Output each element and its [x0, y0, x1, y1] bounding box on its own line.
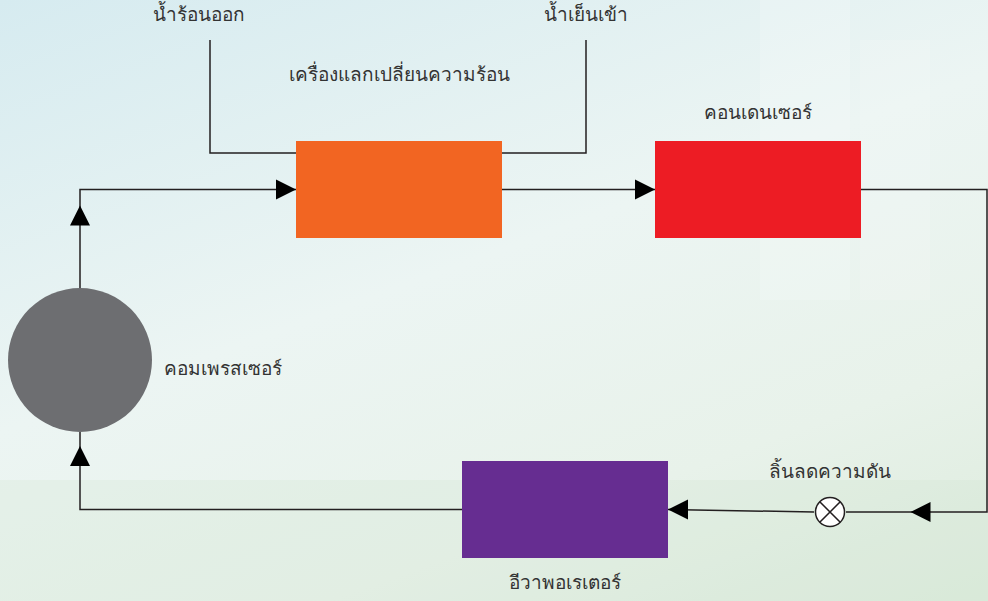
- compressor-outline: [8, 288, 152, 432]
- arrowhead: [668, 500, 688, 520]
- flow-connector: [502, 180, 655, 200]
- compressor-disc: [8, 288, 152, 432]
- hot-water-line: [210, 40, 296, 153]
- heat-exchanger-box: เครื่องแลกเปลี่ยนความร้อน: [296, 141, 502, 238]
- arrowhead: [635, 180, 655, 200]
- node-label: ลิ้นลดความดัน: [769, 459, 891, 484]
- flow-connector: [70, 432, 462, 510]
- flow-connector: [70, 180, 296, 289]
- flow-connector: [668, 500, 814, 520]
- node-label: คอนเดนเซอร์: [704, 100, 812, 125]
- evaporator-box: อีวาพอเรเตอร์: [462, 461, 668, 558]
- valve-circle: [816, 498, 845, 527]
- node-label: คอมเพรสเซอร์: [164, 356, 282, 381]
- node-label: อีวาพอเรเตอร์: [509, 570, 621, 595]
- arrowhead: [911, 502, 931, 522]
- water-label: น้ำร้อนออก: [153, 2, 245, 27]
- expansion-valve: ลิ้นลดความดัน: [814, 496, 846, 528]
- node-label: เครื่องแลกเปลี่ยนความร้อน: [289, 62, 510, 87]
- arrowhead: [276, 180, 296, 200]
- arrowhead: [70, 206, 90, 226]
- connector-line: [502, 189, 655, 191]
- arrowhead: [70, 446, 90, 466]
- valve-outline: [814, 496, 846, 528]
- connector-line: [668, 510, 814, 513]
- building-silhouette: [860, 40, 930, 300]
- water-label: น้ำเย็นเข้า: [544, 2, 628, 27]
- valve-cross: [820, 502, 841, 523]
- compressor-circle: คอมเพรสเซอร์: [8, 288, 152, 432]
- cold-water-line: [502, 40, 586, 153]
- condenser-box: คอนเดนเซอร์: [655, 141, 861, 238]
- connector-line: [80, 190, 296, 289]
- connector-line: [80, 432, 462, 510]
